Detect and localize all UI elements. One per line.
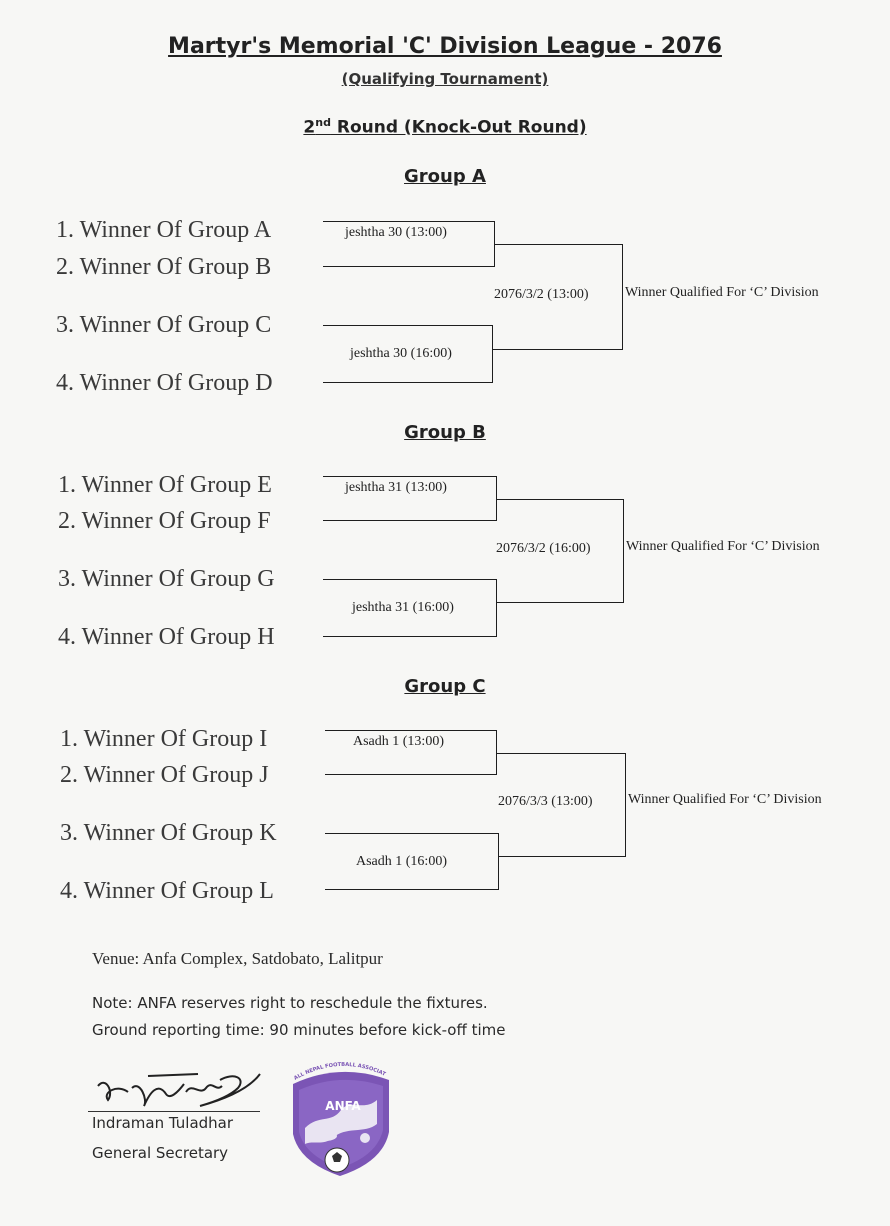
qualification-label: Winner Qualified For ‘C’ Division: [626, 539, 820, 554]
signatory-name: Indraman Tuladhar: [92, 1114, 234, 1132]
bracket-line: [325, 730, 497, 731]
bracket-line: [325, 774, 497, 775]
qualification-label: Winner Qualified For ‘C’ Division: [625, 285, 819, 300]
page-subtitle: (Qualifying Tournament): [341, 70, 549, 88]
reporting-time-text: Ground reporting time: 90 minutes before…: [92, 1021, 506, 1039]
bracket-line: [496, 476, 497, 521]
signature-icon: [97, 1073, 261, 1107]
match-date-label: jeshtha 31 (13:00): [345, 480, 447, 495]
team-entry: 4. Winner Of Group L: [60, 878, 274, 904]
round-text: Round (Knock-Out Round): [330, 117, 587, 138]
team-entry: 4. Winner Of Group H: [58, 624, 275, 650]
bracket-line: [499, 856, 626, 857]
signatory-title: General Secretary: [92, 1144, 229, 1162]
bracket-line: [323, 520, 497, 521]
bracket-line: [497, 753, 626, 754]
round-number: 2: [303, 117, 316, 138]
match-date-label: jeshtha 30 (13:00): [345, 225, 447, 240]
bracket-line: [494, 221, 495, 267]
bracket-line: [323, 266, 495, 267]
anfa-logo-icon: ALL NEPAL FOOTBALL ASSOCIATION ANFA: [285, 1054, 389, 1176]
final-date-label: 2076/3/2 (16:00): [496, 541, 591, 556]
bracket-line: [623, 499, 624, 603]
team-entry: 1. Winner Of Group I: [60, 726, 268, 752]
bracket-line: [622, 244, 623, 350]
team-entry: 1. Winner Of Group E: [58, 472, 272, 498]
bracket-line: [497, 602, 624, 603]
team-entry: 4. Winner Of Group D: [56, 370, 273, 396]
bracket-line: [323, 325, 493, 326]
note-text: Note: ANFA reserves right to reschedule …: [92, 994, 488, 1012]
team-entry: 2. Winner Of Group F: [58, 508, 271, 534]
bracket-line: [495, 244, 623, 245]
bracket-line: [325, 833, 499, 834]
bracket-line: [496, 579, 497, 637]
final-date-label: 2076/3/3 (13:00): [498, 794, 593, 809]
round-suffix: nd: [315, 116, 331, 129]
bracket-line: [323, 476, 497, 477]
team-entry: 2. Winner Of Group B: [56, 254, 272, 280]
match-date-label: jeshtha 31 (16:00): [352, 600, 454, 615]
match-date-label: Asadh 1 (16:00): [356, 854, 447, 869]
venue-text: Venue: Anfa Complex, Satdobato, Lalitpur: [92, 949, 383, 968]
bracket-line: [498, 833, 499, 890]
match-date-label: Asadh 1 (13:00): [353, 734, 444, 749]
bracket-line: [323, 221, 495, 222]
bracket-line: [496, 730, 497, 775]
bracket-line: [323, 579, 497, 580]
team-entry: 2. Winner Of Group J: [60, 762, 269, 788]
bracket-line: [497, 499, 624, 500]
group-heading: Group B: [404, 422, 486, 443]
qualification-label: Winner Qualified For ‘C’ Division: [628, 792, 822, 807]
page-title: Martyr's Memorial 'C' Division League - …: [168, 34, 722, 59]
logo-text: ANFA: [325, 1099, 361, 1113]
team-entry: 3. Winner Of Group K: [60, 820, 277, 846]
bracket-line: [625, 753, 626, 857]
round-title: 2nd Round (Knock-Out Round): [0, 116, 890, 138]
bracket-line: [323, 636, 497, 637]
team-entry: 3. Winner Of Group G: [58, 566, 275, 592]
bracket-line: [325, 889, 499, 890]
group-heading: Group A: [404, 166, 486, 187]
bracket-line: [493, 349, 623, 350]
group-heading: Group C: [404, 676, 486, 697]
bracket-line: [492, 325, 493, 383]
team-entry: 3. Winner Of Group C: [56, 312, 272, 338]
team-entry: 1. Winner Of Group A: [56, 217, 272, 243]
match-date-label: jeshtha 30 (16:00): [350, 346, 452, 361]
bracket-line: [323, 382, 493, 383]
final-date-label: 2076/3/2 (13:00): [494, 287, 589, 302]
signature-line: [88, 1111, 260, 1112]
